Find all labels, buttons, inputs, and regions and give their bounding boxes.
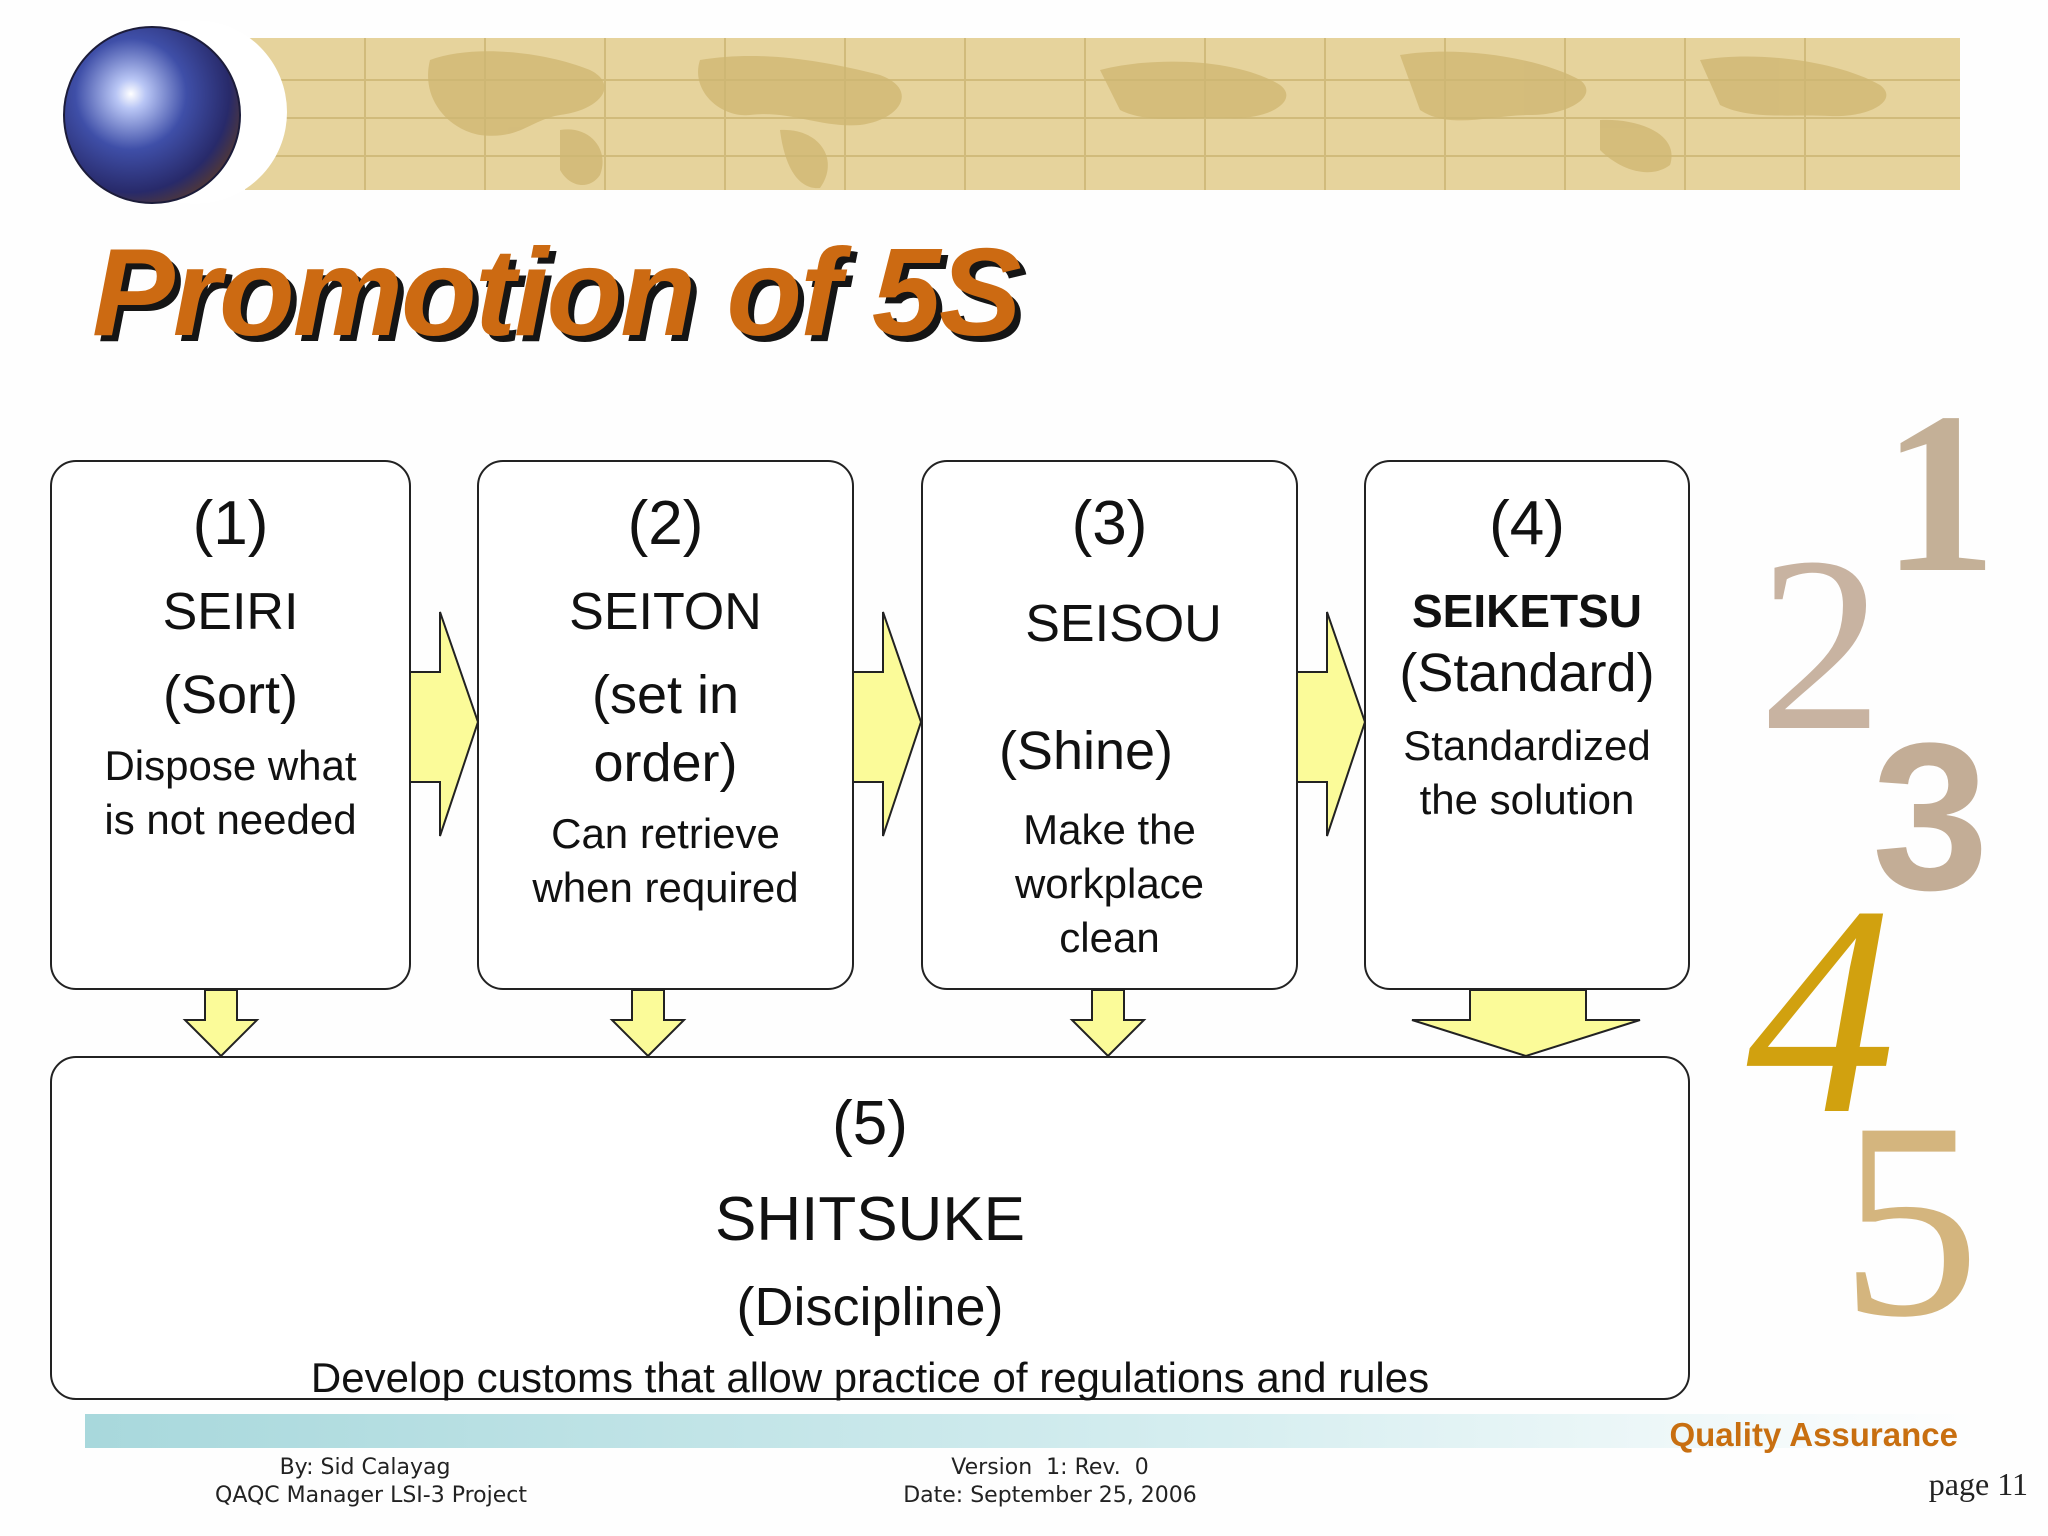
arrow-down-1 <box>182 989 260 1058</box>
step-3-desc-line-3: clean <box>1059 914 1160 961</box>
step-1-desc-line-1: Dispose what <box>104 742 357 789</box>
step-3-desc-line-1: Make the <box>1023 806 1196 853</box>
step-5-name: SHITSUKE <box>714 1185 1026 1254</box>
step-3-desc-line-2: workplace <box>1014 860 1205 907</box>
footer-version-line-1: Version 1: Rev. 0 <box>951 1455 1149 1480</box>
arrow-down-3 <box>1069 989 1147 1058</box>
footer-author: By: Sid Calayag QAQC Manager LSI-3 Proje… <box>215 1454 527 1510</box>
step-box-5 <box>50 1056 1690 1400</box>
step-4-desc-line-1: Standardized <box>1403 722 1651 769</box>
step-2-desc-line-1: Can retrieve <box>551 810 780 857</box>
step-5-desc: Develop customs that allow practice of r… <box>310 1354 1430 1401</box>
step-4-number: (4) <box>1489 489 1565 558</box>
step-3-translation: (Shine) <box>998 721 1174 781</box>
step-3-name: SEISOU <box>1025 595 1222 653</box>
step-box-2 <box>477 460 854 990</box>
decor-numeral-5: 5 <box>1840 1064 1980 1375</box>
footer-bar <box>85 1414 1980 1448</box>
step-5-number: (5) <box>832 1089 908 1158</box>
step-4-name: SEIKETSU <box>1411 585 1643 637</box>
decor-numeral-1: 1 <box>1882 365 1997 620</box>
footer-author-line-1: By: Sid Calayag <box>279 1455 451 1480</box>
arrow-down-2 <box>609 989 687 1058</box>
step-2-desc-line-2: when required <box>532 864 799 911</box>
arrow-down-4 <box>1411 989 1641 1058</box>
step-2-translation-line-2: order) <box>593 733 738 793</box>
step-box-4 <box>1364 460 1690 990</box>
step-5-translation: (Discipline) <box>736 1277 1004 1337</box>
header-banner <box>63 20 1960 204</box>
page-number: page 11 <box>1928 1466 2028 1502</box>
step-2-number: (2) <box>627 489 704 558</box>
slide-title: Promotion of 5S <box>92 224 1022 362</box>
arrow-right-3-4 <box>1296 611 1367 837</box>
step-box-1 <box>50 460 411 990</box>
step-2-translation-line-1: (set in <box>591 665 740 725</box>
step-3-number: (3) <box>1071 489 1148 558</box>
step-1-translation: (Sort) <box>163 665 298 725</box>
decor-numeral-2: 2 <box>1758 506 1883 783</box>
step-4-translation: (Standard) <box>1399 643 1655 703</box>
footer-department: Quality Assurance <box>1669 1416 1958 1453</box>
arrow-right-1-2 <box>409 611 480 837</box>
footer-version-line-2: Date: September 25, 2006 <box>903 1483 1197 1508</box>
step-box-3 <box>921 460 1298 990</box>
step-2-name: SEITON <box>569 583 762 641</box>
footer-author-line-2: QAQC Manager LSI-3 Project <box>215 1483 527 1508</box>
arrow-right-2-3 <box>852 611 923 837</box>
decor-numeral-3: 3 <box>1872 699 1989 934</box>
step-1-number: (1) <box>192 489 269 558</box>
step-4-desc-line-2: the solution <box>1419 776 1635 823</box>
world-map-pattern <box>428 51 1887 189</box>
decor-numeral-4: 4 <box>1746 844 1896 1176</box>
step-1-desc-line-2: is not needed <box>104 796 357 843</box>
step-1-name: SEIRI <box>162 583 299 641</box>
footer-version: Version 1: Rev. 0 Date: September 25, 20… <box>900 1454 1200 1510</box>
globe-icon <box>63 26 241 204</box>
